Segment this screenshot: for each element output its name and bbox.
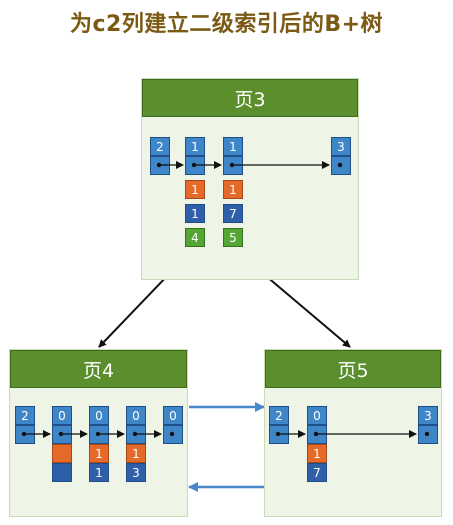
page-3-record-1-pointer (150, 156, 170, 175)
page-4-record-4-c1: 3 (126, 463, 146, 482)
page-5-record-2-c1: 7 (307, 463, 327, 482)
page-4-record-3-c2: 1 (89, 444, 109, 463)
page-4-record-4-pointer (126, 425, 146, 444)
page-4-record-4-key: 0 (126, 406, 146, 425)
page-5-record-3-key: 3 (418, 406, 438, 425)
page-3-record-2-page-no: 4 (185, 228, 205, 247)
page-4-record-2-pointer (52, 425, 72, 444)
page-4: 页4 2 0 0 1 1 0 1 3 0 (9, 349, 188, 517)
page-3-record-3-c1: 7 (223, 204, 243, 223)
page-3-record-4-key: 3 (331, 137, 351, 156)
page-3-record-2-c2: 1 (185, 180, 205, 199)
page-3-record-3-page-no: 5 (223, 228, 243, 247)
page-3: 页3 2 1 1 1 4 1 1 7 5 3 (141, 78, 359, 280)
page-5-record-1-pointer (269, 425, 289, 444)
page-3-record-4-pointer (331, 156, 351, 175)
page-4-record-5-key: 0 (163, 406, 183, 425)
page-3-record-3-key: 1 (223, 137, 243, 156)
page-4-record-1-pointer (15, 425, 35, 444)
page-4-record-2-c1 (52, 463, 72, 482)
page-4-record-2-key: 0 (52, 406, 72, 425)
page-5-header: 页5 (265, 350, 441, 388)
page-4-record-2-c2 (52, 444, 72, 463)
page-5-record-2-pointer (307, 425, 327, 444)
page-3-record-2-key: 1 (185, 137, 205, 156)
page-3-record-2-pointer (185, 156, 205, 175)
page-5-record-1-key: 2 (269, 406, 289, 425)
page-3-header: 页3 (142, 79, 358, 117)
page-5: 页5 2 0 1 7 3 (264, 349, 442, 517)
page-4-header: 页4 (10, 350, 187, 388)
page-3-record-3-pointer (223, 156, 243, 175)
page-3-record-2-c1: 1 (185, 204, 205, 223)
page-4-record-1-key: 2 (15, 406, 35, 425)
page-4-record-4-c2: 1 (126, 444, 146, 463)
page-3-record-1-key: 2 (150, 137, 170, 156)
page-5-record-3-pointer (418, 425, 438, 444)
page-4-record-5-pointer (163, 425, 183, 444)
page-4-record-3-key: 0 (89, 406, 109, 425)
page-4-record-3-c1: 1 (89, 463, 109, 482)
page-4-record-3-pointer (89, 425, 109, 444)
page-5-record-2-key: 0 (307, 406, 327, 425)
page-3-record-3-c2: 1 (223, 180, 243, 199)
diagram-title: 为c2列建立二级索引后的B+树 (69, 12, 384, 37)
page-5-record-2-c2: 1 (307, 444, 327, 463)
